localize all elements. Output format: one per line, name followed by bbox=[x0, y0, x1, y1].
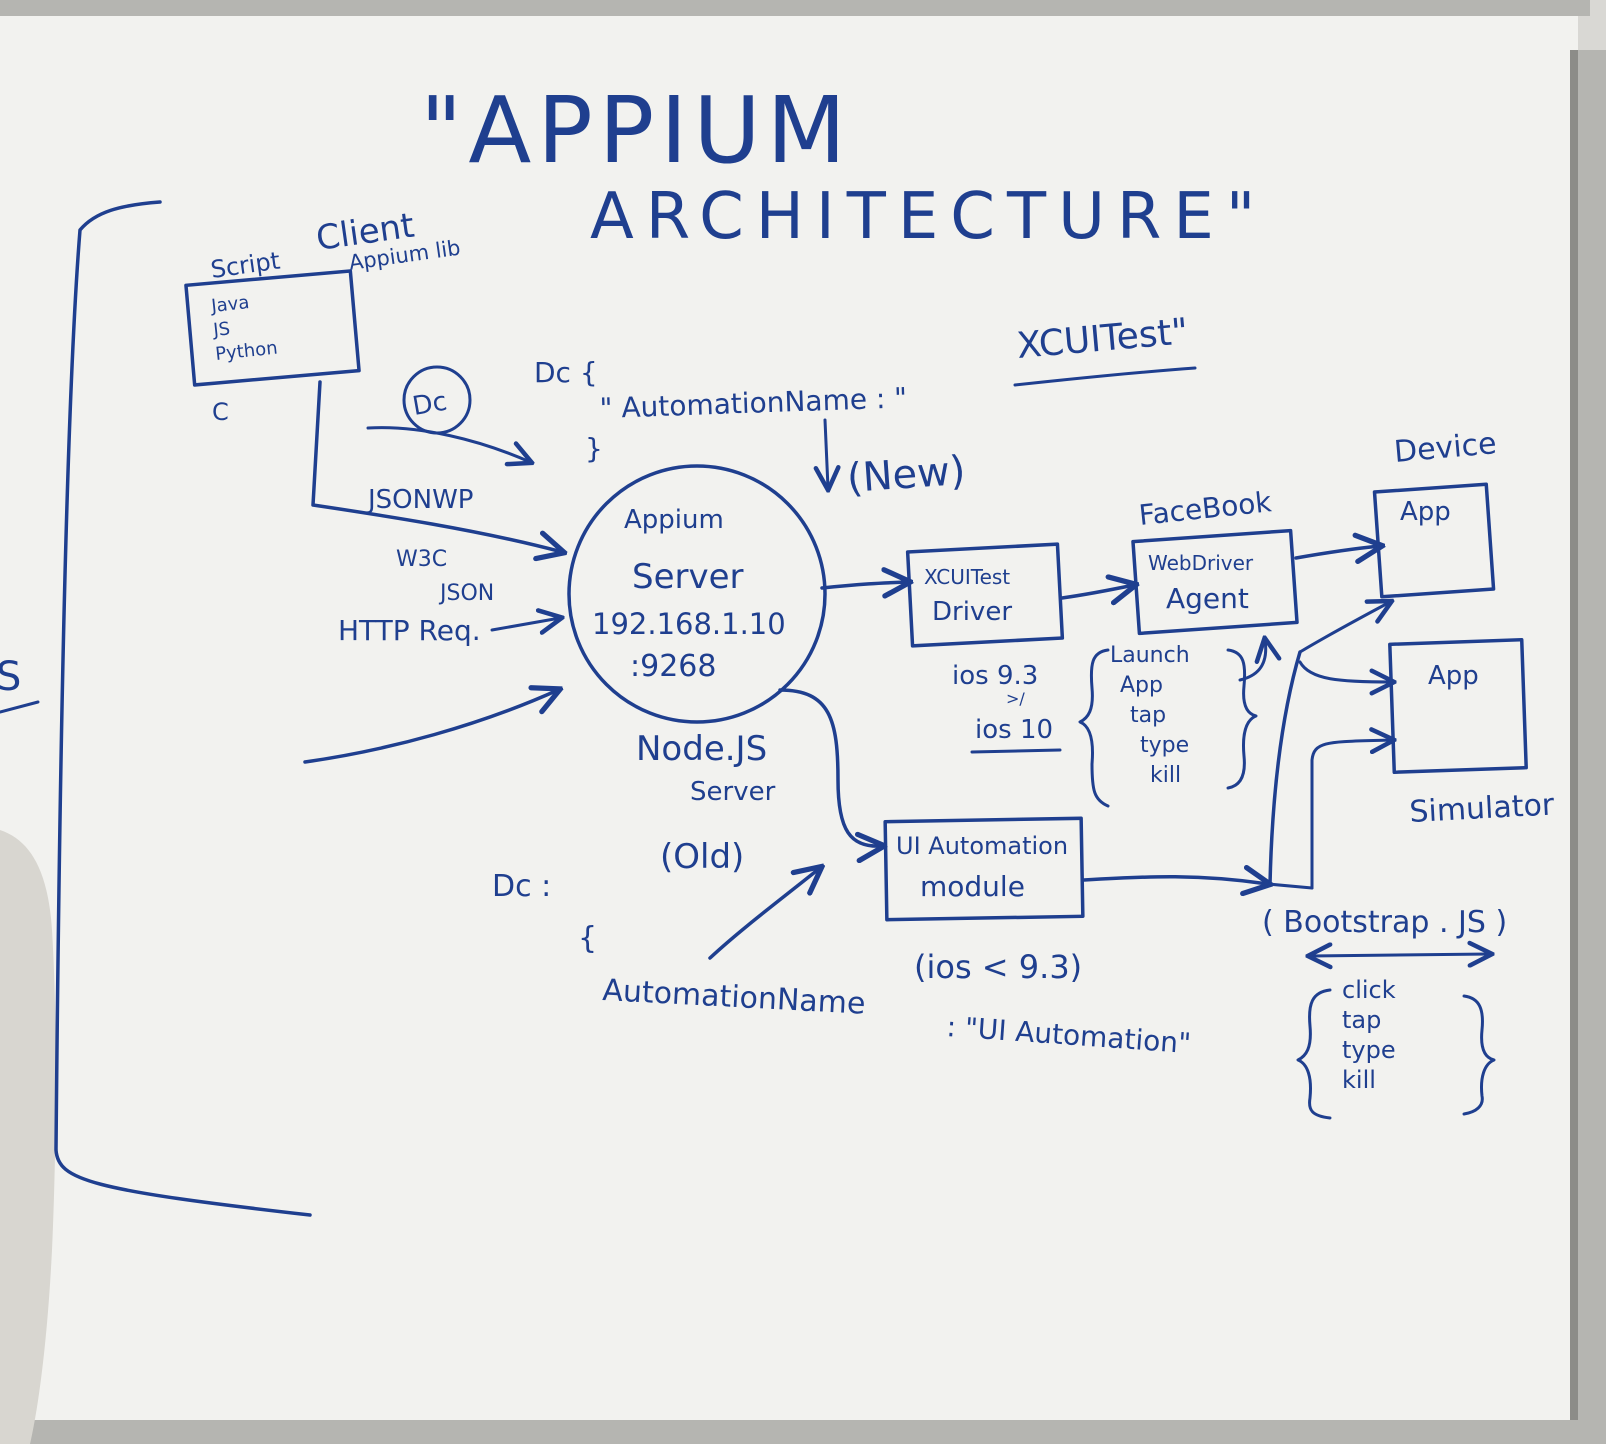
command-new-item: kill bbox=[1150, 763, 1181, 788]
http-arrow bbox=[490, 618, 560, 630]
command-old-item: tap bbox=[1342, 1006, 1381, 1034]
whiteboard-surface bbox=[0, 8, 1578, 1428]
uia-module-line-1: UI Automation bbox=[896, 832, 1068, 860]
whiteboard-frame-top bbox=[0, 0, 1590, 16]
device-app-box bbox=[1372, 482, 1496, 599]
simulator-app-box bbox=[1388, 637, 1528, 775]
xcuitest-driver-line-1: XCUITest bbox=[924, 565, 1010, 589]
bootstrap-label: ( Bootstrap . JS ) bbox=[1262, 905, 1507, 940]
wda-line-1: WebDriver bbox=[1148, 551, 1254, 575]
server-to-xcui-arrow bbox=[820, 582, 908, 588]
commands-new-right-brace bbox=[1226, 648, 1258, 790]
ios-version-2: ios 10 bbox=[975, 715, 1053, 745]
title-line-2: ARCHITECTURE" bbox=[590, 180, 1267, 254]
new-tag: (New) bbox=[845, 448, 966, 502]
server-to-uia-arrow bbox=[778, 688, 882, 846]
bootstrap-double-arrow bbox=[1310, 954, 1490, 956]
w3c-label: W3C bbox=[396, 547, 447, 572]
whiteboard-frame-right bbox=[1578, 50, 1606, 1444]
command-old-item: click bbox=[1342, 976, 1396, 1004]
left-partial-letter: S bbox=[0, 654, 21, 700]
uia-module-line-2: module bbox=[920, 870, 1025, 903]
dc-arrow bbox=[366, 426, 530, 462]
commands-new-left-brace bbox=[1078, 648, 1110, 808]
command-old-item: type bbox=[1342, 1036, 1396, 1064]
command-new-item: type bbox=[1140, 733, 1189, 758]
dc-new-open: Dc { bbox=[534, 356, 598, 389]
old-tag: (Old) bbox=[660, 837, 744, 877]
server-caption-2: Server bbox=[690, 777, 776, 807]
dc-bubble-label: Dc bbox=[410, 387, 449, 423]
ios-version-underline bbox=[970, 748, 1062, 754]
json-label: JSON bbox=[438, 581, 494, 606]
wda-box bbox=[1131, 528, 1299, 636]
commands-old-right-brace bbox=[1462, 994, 1496, 1116]
command-new-item: App bbox=[1120, 673, 1163, 698]
whiteboard-frame-right-edge bbox=[1570, 50, 1578, 1444]
xcui-to-wda-arrow bbox=[1060, 585, 1134, 598]
bottom-left-curved-arrow bbox=[303, 690, 558, 764]
left-partial-stroke bbox=[0, 700, 40, 714]
dc-old-open: Dc : bbox=[492, 869, 551, 904]
server-caption-1: Node.JS bbox=[636, 729, 767, 769]
client-box bbox=[184, 269, 361, 387]
ink-layer: "APPIUM ARCHITECTURE" S Script Client Ap… bbox=[0, 77, 1556, 1217]
uia-module-caption: (ios < 9.3) bbox=[914, 948, 1082, 986]
dc-old-arrow bbox=[708, 868, 820, 960]
command-new-item: Launch bbox=[1110, 643, 1190, 668]
client-language-item: JS bbox=[211, 318, 231, 341]
server-name: Appium bbox=[624, 505, 724, 535]
uia-to-bootstrap-arrow bbox=[1082, 877, 1268, 884]
new-arrow bbox=[825, 418, 828, 488]
person-silhouette bbox=[0, 830, 56, 1444]
client-to-server-line bbox=[311, 380, 562, 552]
server-role: Server bbox=[632, 557, 744, 597]
left-bracket bbox=[54, 200, 312, 1217]
appium-server-circle bbox=[567, 464, 827, 724]
server-port: :9268 bbox=[630, 649, 716, 684]
junction-vertical-right bbox=[1310, 740, 1392, 890]
simulator-label: Simulator bbox=[1409, 787, 1556, 830]
xcuitest-underline bbox=[1013, 366, 1197, 387]
http-request-label: HTTP Req. bbox=[338, 614, 481, 647]
command-new-item: tap bbox=[1130, 703, 1166, 728]
title-line-1: "APPIUM bbox=[420, 77, 852, 184]
wda-line-2: Agent bbox=[1166, 582, 1249, 615]
dc-old-brace: { bbox=[578, 921, 597, 956]
ios-version-1: ios 9.3 bbox=[952, 661, 1038, 691]
client-c-label: C bbox=[212, 398, 229, 426]
junction-vertical-left bbox=[1268, 650, 1302, 886]
command-old-item: kill bbox=[1342, 1066, 1376, 1094]
dc-new-close: } bbox=[585, 432, 603, 465]
junction-connector bbox=[1266, 882, 1314, 890]
xcuitest-driver-box bbox=[905, 542, 1065, 648]
jsonwp-label: JSONWP bbox=[366, 485, 473, 515]
simulator-app-label: App bbox=[1428, 661, 1479, 691]
wda-to-device-lower-arrow bbox=[1298, 602, 1390, 654]
device-app-label: App bbox=[1400, 497, 1451, 527]
whiteboard-frame-bottom bbox=[0, 1420, 1606, 1444]
wda-to-simulator-arrow bbox=[1298, 660, 1392, 682]
server-ip: 192.168.1.10 bbox=[592, 607, 786, 641]
wda-to-device-arrow bbox=[1294, 546, 1380, 558]
xcuitest-driver-line-2: Driver bbox=[932, 597, 1012, 627]
ios-version-sep: >/ bbox=[1006, 689, 1025, 708]
uia-module-box bbox=[883, 816, 1085, 922]
client-language-item: Java bbox=[209, 292, 250, 317]
commands-old-left-brace bbox=[1296, 988, 1332, 1120]
